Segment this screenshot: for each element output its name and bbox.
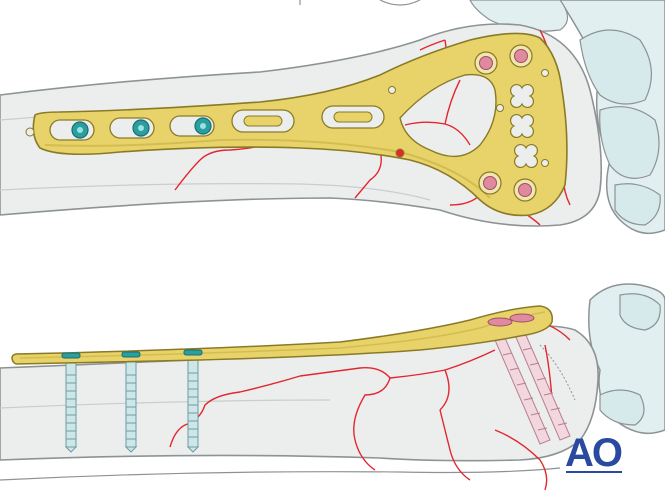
combi-hole-1 bbox=[231, 109, 295, 133]
plate-side-view bbox=[11, 305, 553, 365]
side-cortical-screw-1 bbox=[64, 361, 78, 453]
cortical-screw-3 bbox=[169, 115, 215, 137]
empty-locking-holes bbox=[510, 84, 538, 168]
side-cortical-screw-3 bbox=[186, 359, 200, 453]
plate-top-view bbox=[25, 32, 568, 217]
cortical-screw-1 bbox=[49, 119, 95, 141]
locking-screw-3 bbox=[478, 171, 502, 195]
top-view bbox=[0, 0, 665, 235]
combi-hole-2 bbox=[321, 105, 385, 129]
locking-screw-2 bbox=[509, 44, 533, 68]
carpal-bones-top bbox=[469, 0, 665, 235]
cortical-screw-2 bbox=[109, 117, 155, 139]
ao-logo-text: AO bbox=[565, 431, 622, 475]
locking-screw-1 bbox=[474, 51, 498, 75]
fracture-lines-side bbox=[169, 324, 571, 491]
locking-screw-4 bbox=[513, 178, 537, 202]
ao-logo: AO bbox=[565, 431, 624, 475]
carpal-bones-side bbox=[588, 283, 665, 435]
side-view bbox=[0, 283, 665, 491]
side-cortical-screw-2 bbox=[124, 361, 138, 453]
